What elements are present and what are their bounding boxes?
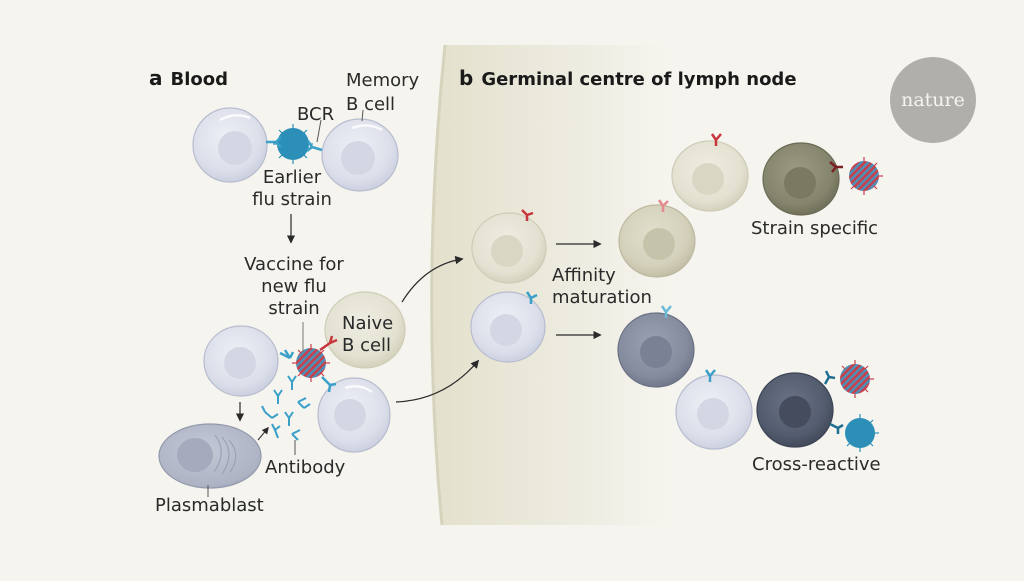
naive-b-cell-label: Naive B cell — [342, 313, 393, 357]
arrow-naive-to-gc — [401, 255, 464, 303]
memory-b-cell-lower-right — [317, 377, 391, 453]
cross-reactive-cell — [756, 370, 844, 448]
maturing-cell-slate — [617, 305, 695, 388]
nature-logo-text: nature — [901, 89, 965, 111]
panel-a-letter: a — [149, 66, 163, 90]
gc-memory-cell — [470, 291, 546, 363]
maturing-cell-naive-1 — [618, 199, 696, 278]
memory-b-cell-label: Memory B cell — [346, 70, 419, 116]
memory-b-cell-line-2: B cell — [346, 94, 396, 115]
germinal-centre-edge — [430, 44, 447, 526]
new-flu-virus — [292, 344, 330, 382]
vaccine-line-2: new flu — [261, 276, 327, 297]
naive-line-1: Naive — [342, 313, 394, 334]
earlier-flu-line-2: flu strain — [252, 189, 332, 210]
maturing-cell-naive-2 — [671, 133, 749, 212]
arrow-memory-to-gc — [395, 359, 480, 403]
panel-b-letter: b — [459, 66, 474, 90]
antibody-label: Antibody — [265, 457, 346, 478]
affinity-line-2: maturation — [552, 287, 652, 308]
gc-naive-cell — [471, 209, 547, 284]
vaccine-line-3: strain — [268, 298, 320, 319]
earlier-flu-line-1: Earlier — [262, 167, 322, 188]
plasmablast-label: Plasmablast — [155, 495, 264, 516]
cross-reactive-virus-earlier — [845, 414, 879, 452]
memory-b-cell-right — [321, 118, 399, 192]
arrow-plasmablast-to-antibody — [257, 426, 269, 441]
memory-b-cell-line-1: Memory — [346, 70, 420, 91]
panel-a-title: a Blood — [149, 66, 228, 90]
strain-specific-virus — [849, 157, 883, 195]
earlier-flu-strain-label: Earlier flu strain — [240, 167, 344, 211]
cross-reactive-label: Cross-reactive — [752, 454, 881, 475]
memory-cell-gc-lower — [675, 369, 753, 450]
antibodies — [261, 375, 311, 441]
bcr-label: BCR — [297, 104, 335, 125]
affinity-line-1: Affinity — [552, 265, 616, 286]
vaccine-label: Vaccine for new flu strain — [234, 254, 354, 320]
naive-b-cell — [324, 291, 406, 369]
plasmablast-cell — [158, 423, 262, 489]
earlier-flu-virus — [273, 124, 313, 164]
strain-specific-cell — [762, 142, 843, 216]
bcr-pointer — [316, 119, 322, 143]
bcr-receptor — [266, 136, 323, 152]
panel-a-label: Blood — [170, 69, 229, 90]
panel-b-title: b Germinal centre of lymph node — [459, 66, 797, 90]
naive-line-2: B cell — [342, 335, 392, 356]
vaccine-line-1: Vaccine for — [244, 254, 344, 275]
panel-b-label: Germinal centre of lymph node — [481, 69, 797, 90]
nature-logo: nature — [890, 57, 976, 143]
memory-b-cell-pointer — [361, 109, 364, 122]
memory-b-cell-left — [192, 107, 268, 183]
memory-b-cell-lower-left — [203, 325, 279, 397]
strain-specific-label: Strain specific — [751, 218, 879, 239]
cross-reactive-virus-new — [840, 360, 874, 398]
affinity-maturation-label: Affinity maturation — [552, 265, 652, 309]
germinal-centre-region — [431, 45, 670, 525]
vaccine-receptors — [279, 335, 338, 393]
